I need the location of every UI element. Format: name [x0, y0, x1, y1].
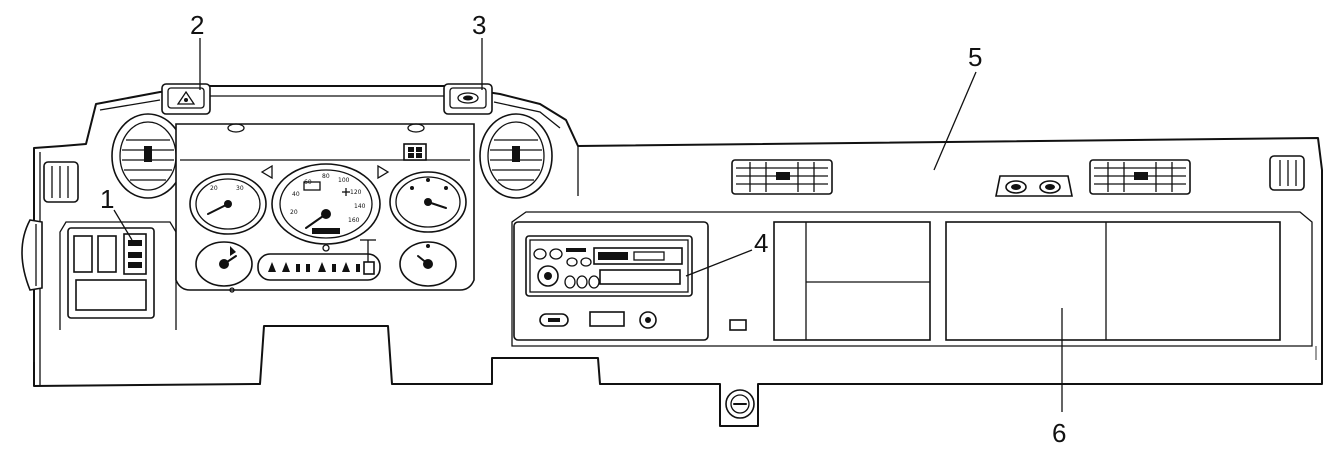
warning-light-strip [257, 239, 381, 281]
glove-box-left[interactable] [773, 221, 931, 341]
right-side-vent [1269, 155, 1305, 191]
leader-5 [933, 71, 977, 171]
gauge-label: 30 [236, 185, 244, 192]
cassette-slot[interactable] [593, 247, 683, 265]
speedo-tick: 120 [350, 189, 362, 196]
callout-3: 3 [472, 10, 486, 40]
speedo-tick: 100 [338, 177, 350, 184]
right-upper-gauge [389, 171, 467, 233]
switch-1[interactable] [123, 233, 147, 275]
gauge-label: 20 [210, 185, 218, 192]
glove-box-6[interactable] [945, 221, 1281, 341]
small-switch[interactable] [729, 319, 747, 331]
hazard-switch-2[interactable] [161, 83, 211, 115]
callout-6: 6 [1052, 418, 1066, 448]
radio-lower-controls[interactable] [539, 311, 657, 329]
left-lower-gauge [195, 241, 253, 287]
center-left-vent[interactable] [731, 159, 833, 195]
speedo-tick: 160 [348, 217, 360, 224]
callout-1: 1 [100, 184, 114, 214]
left-round-vent[interactable] [111, 113, 185, 199]
dashboard-outline [33, 85, 1323, 427]
left-upper-gauge: 20 30 [189, 173, 267, 235]
leader-1 [113, 209, 133, 241]
radio-preset-buttons[interactable] [533, 248, 600, 289]
speedometer: 20 40 60 80 100 120 140 160 [271, 163, 381, 245]
speedo-tick: 20 [290, 209, 298, 216]
speedo-tick: 40 [292, 191, 300, 198]
leader-4 [685, 249, 753, 277]
left-edge-handle [21, 219, 43, 291]
right-round-vent[interactable] [479, 113, 553, 199]
right-lower-gauge [399, 241, 457, 287]
top-switch-3[interactable] [443, 83, 493, 115]
callout-5: 5 [968, 42, 982, 72]
speedo-tick: 80 [322, 173, 330, 180]
left-side-vent [43, 161, 79, 203]
radio-volume-knob[interactable] [537, 265, 559, 287]
lower-right-panel [511, 211, 1313, 347]
speedo-tick: 140 [354, 203, 366, 210]
callout-2: 2 [190, 10, 204, 40]
center-dual-knob[interactable] [995, 175, 1073, 197]
lighter-socket[interactable] [725, 389, 755, 419]
center-right-vent[interactable] [1089, 159, 1191, 195]
radio-display [599, 269, 681, 285]
callout-4: 4 [754, 228, 768, 258]
